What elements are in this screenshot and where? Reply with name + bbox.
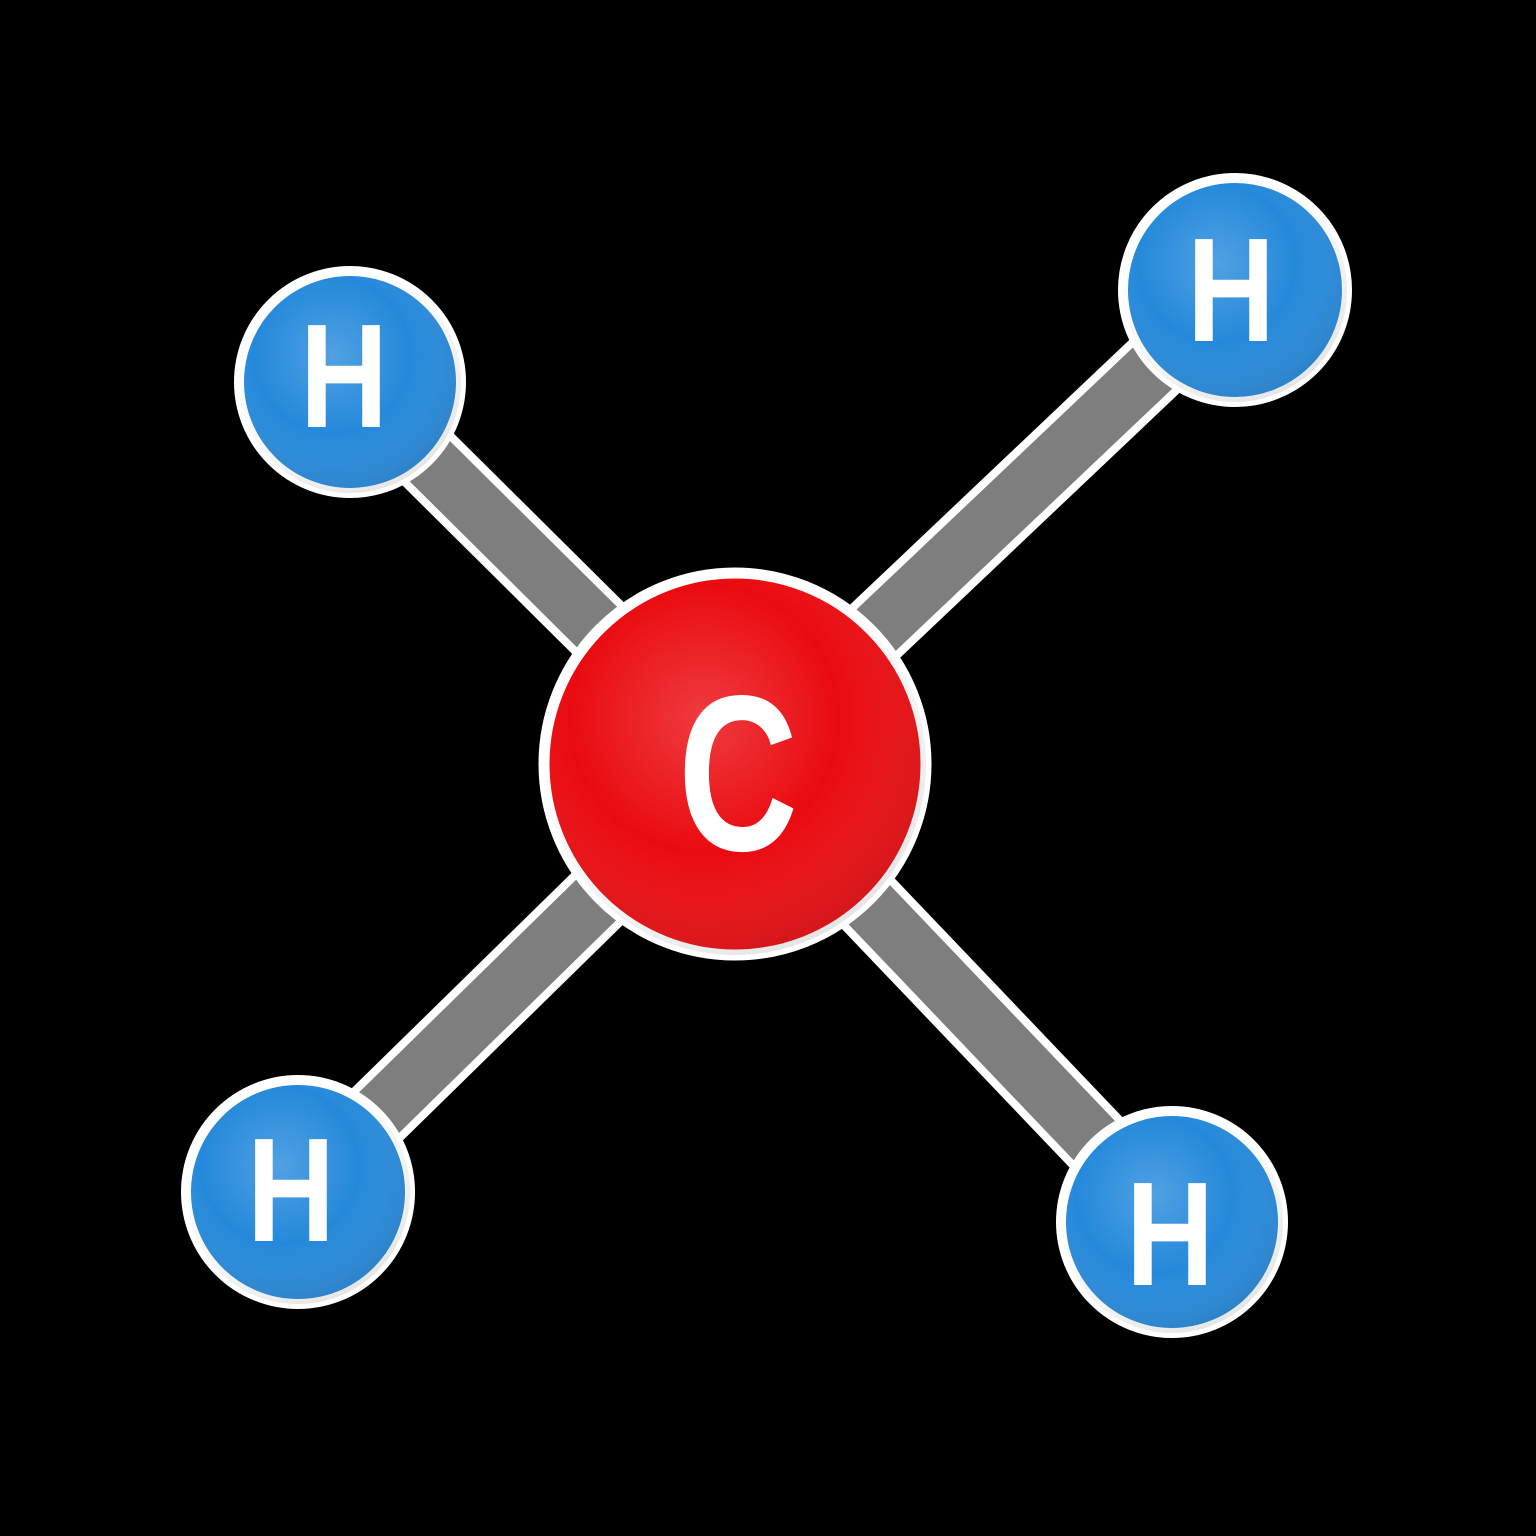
carbon-atom: C [538,567,932,961]
carbon-label: C [678,650,798,898]
hydrogen-atom-bottom-left: H [181,1075,415,1309]
hydrogen-label: H [300,294,388,459]
hydrogen-label: H [247,1108,335,1273]
hydrogen-atom-top-left: H [234,266,466,498]
sphere-shading [1123,178,1347,402]
sphere-shading [544,573,926,955]
sphere-shading [1061,1111,1283,1333]
hydrogen-label: H [1187,208,1275,373]
hydrogen-atom-top-right: H [1118,173,1352,407]
hydrogen-atom-bottom-right: H [1056,1106,1288,1338]
sphere-shading [239,271,461,493]
sphere-shading [186,1080,410,1304]
hydrogen-label: H [1126,1152,1214,1317]
